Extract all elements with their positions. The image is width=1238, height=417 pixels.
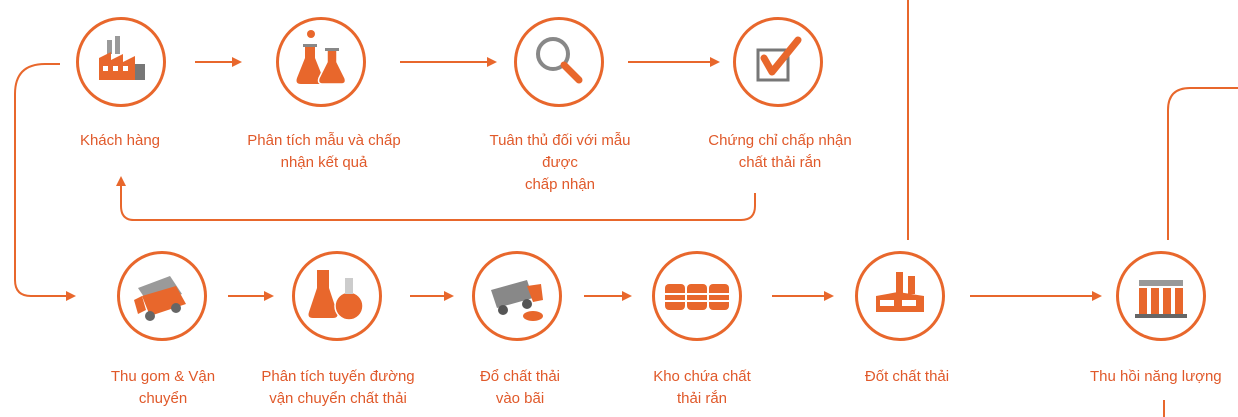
truck-icon	[134, 276, 186, 321]
step-certificate-node	[733, 17, 823, 107]
step-analysis-label: Phân tích mẫu và chấp nhận kết quả	[247, 132, 401, 171]
step-analysis-node	[276, 17, 366, 107]
step-customer-label: Khách hàng	[79, 132, 161, 149]
step-collection-node	[117, 251, 207, 341]
step-incineration-label: Đốt chất thải	[864, 368, 950, 385]
step-incineration-node	[855, 251, 945, 341]
beaker-flask-icon	[308, 270, 364, 321]
factory-icon	[99, 36, 145, 80]
magnifier-icon	[536, 37, 583, 84]
step-customer-node	[76, 17, 166, 107]
step-certificate-label: Chứng chỉ chấp nhận chất thải rắn	[708, 132, 852, 171]
step-collection-label: Thu gom & Vận chuyển	[110, 368, 216, 407]
connector-energy-up	[1167, 87, 1238, 240]
step-storage-label: Kho chứa chất thải rắn	[653, 368, 751, 407]
arrow-customer-to-collection	[14, 63, 76, 301]
lab-flasks-icon	[296, 30, 347, 85]
step-compliance-label: Tuân thủ đối với mẫu được chấp nhận	[489, 132, 631, 193]
incinerator-icon	[876, 272, 924, 312]
step-dumping-label: Đổ chất thải vào bãi	[479, 368, 561, 407]
step-compliance-node	[514, 17, 604, 107]
energy-plant-icon	[1135, 280, 1187, 318]
step-route-node	[292, 251, 382, 341]
dump-truck-icon	[491, 280, 543, 321]
step-energy-node	[1116, 251, 1206, 341]
step-energy-label: Thu hồi năng lượng	[1090, 368, 1222, 385]
step-storage-node	[652, 251, 742, 341]
barrels-icon	[665, 284, 729, 310]
step-route-label: Phân tích tuyến đường vận chuyển chất th…	[261, 368, 415, 407]
step-dumping-node	[472, 251, 562, 341]
checkbox-check-icon	[756, 36, 802, 82]
arrow-certificate-to-customer	[116, 176, 756, 221]
